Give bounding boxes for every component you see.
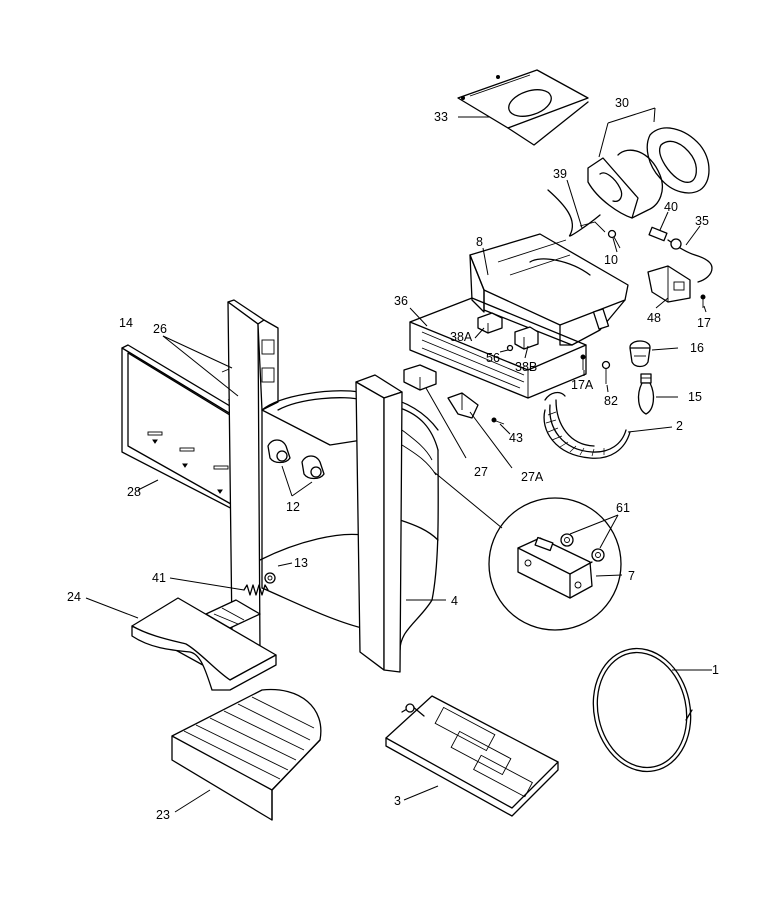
callout-2: 2 [676, 419, 683, 433]
part-30-cover-housing [587, 107, 710, 219]
callout-41: 41 [152, 571, 166, 585]
part-48-switch-bracket [647, 265, 691, 303]
callout-61: 61 [616, 501, 630, 515]
part-27a-lever [447, 392, 479, 419]
callout-26: 26 [153, 322, 167, 336]
callout-12: 12 [286, 500, 300, 514]
callout-4: 4 [451, 594, 458, 608]
callout-13: 13 [294, 556, 308, 570]
part-40-35-connector-wire [648, 226, 713, 283]
detail-circle [488, 497, 622, 631]
callout-3: 3 [394, 794, 401, 808]
part-56-screw [506, 344, 514, 352]
callout-48: 48 [647, 311, 661, 325]
callout-17a: 17A [571, 378, 594, 392]
part-23-grille [171, 688, 322, 821]
callout-labels: 33 30 39 40 35 8 10 36 48 17 14 26 38A 5… [67, 96, 719, 822]
callout-16: 16 [690, 341, 704, 355]
callout-35: 35 [695, 214, 709, 228]
callout-56: 56 [486, 351, 500, 365]
part-2-wire-harness [543, 391, 631, 459]
callout-43: 43 [509, 431, 523, 445]
callout-14: 14 [119, 316, 133, 330]
part-4-recess-housing [227, 299, 439, 673]
callout-28: 28 [127, 485, 141, 499]
part-24-dispenser-lever [131, 597, 277, 691]
callout-82: 82 [604, 394, 618, 408]
part-13-pivot [264, 572, 276, 584]
callout-8: 8 [476, 235, 483, 249]
callout-30: 30 [615, 96, 629, 110]
part-3-heater-pad [385, 695, 559, 817]
callout-36: 36 [394, 294, 408, 308]
part-36-panel-frame [409, 297, 587, 399]
part-12-clips [267, 439, 325, 480]
callout-38a: 38A [450, 330, 473, 344]
part-39-wire-spring [547, 189, 606, 237]
part-33-mounting-plate [457, 69, 589, 146]
callout-33: 33 [434, 110, 448, 124]
part-16-lamp-socket [629, 340, 651, 368]
callout-7: 7 [628, 569, 635, 583]
part-41-spring [243, 584, 269, 596]
callout-38b: 38B [515, 360, 537, 374]
callout-10: 10 [604, 253, 618, 267]
callout-24: 24 [67, 590, 81, 604]
part-38b-switch [514, 326, 539, 350]
callout-23: 23 [156, 808, 170, 822]
part-1-gasket [592, 647, 693, 773]
part-27-actuator [403, 364, 437, 391]
callout-27a: 27A [521, 470, 544, 484]
leader-lines [85, 116, 712, 813]
callout-40: 40 [664, 200, 678, 214]
callout-17: 17 [697, 316, 711, 330]
callout-39: 39 [553, 167, 567, 181]
part-15-lamp-bulb [637, 373, 655, 415]
part-17a-screw [580, 354, 586, 370]
callout-27: 27 [474, 465, 488, 479]
part-10-screw [607, 229, 621, 249]
callout-15: 15 [688, 390, 702, 404]
part-17-screw [700, 294, 706, 308]
part-43-screw [491, 417, 505, 425]
callout-1: 1 [712, 663, 719, 677]
part-82-screw [601, 360, 611, 384]
